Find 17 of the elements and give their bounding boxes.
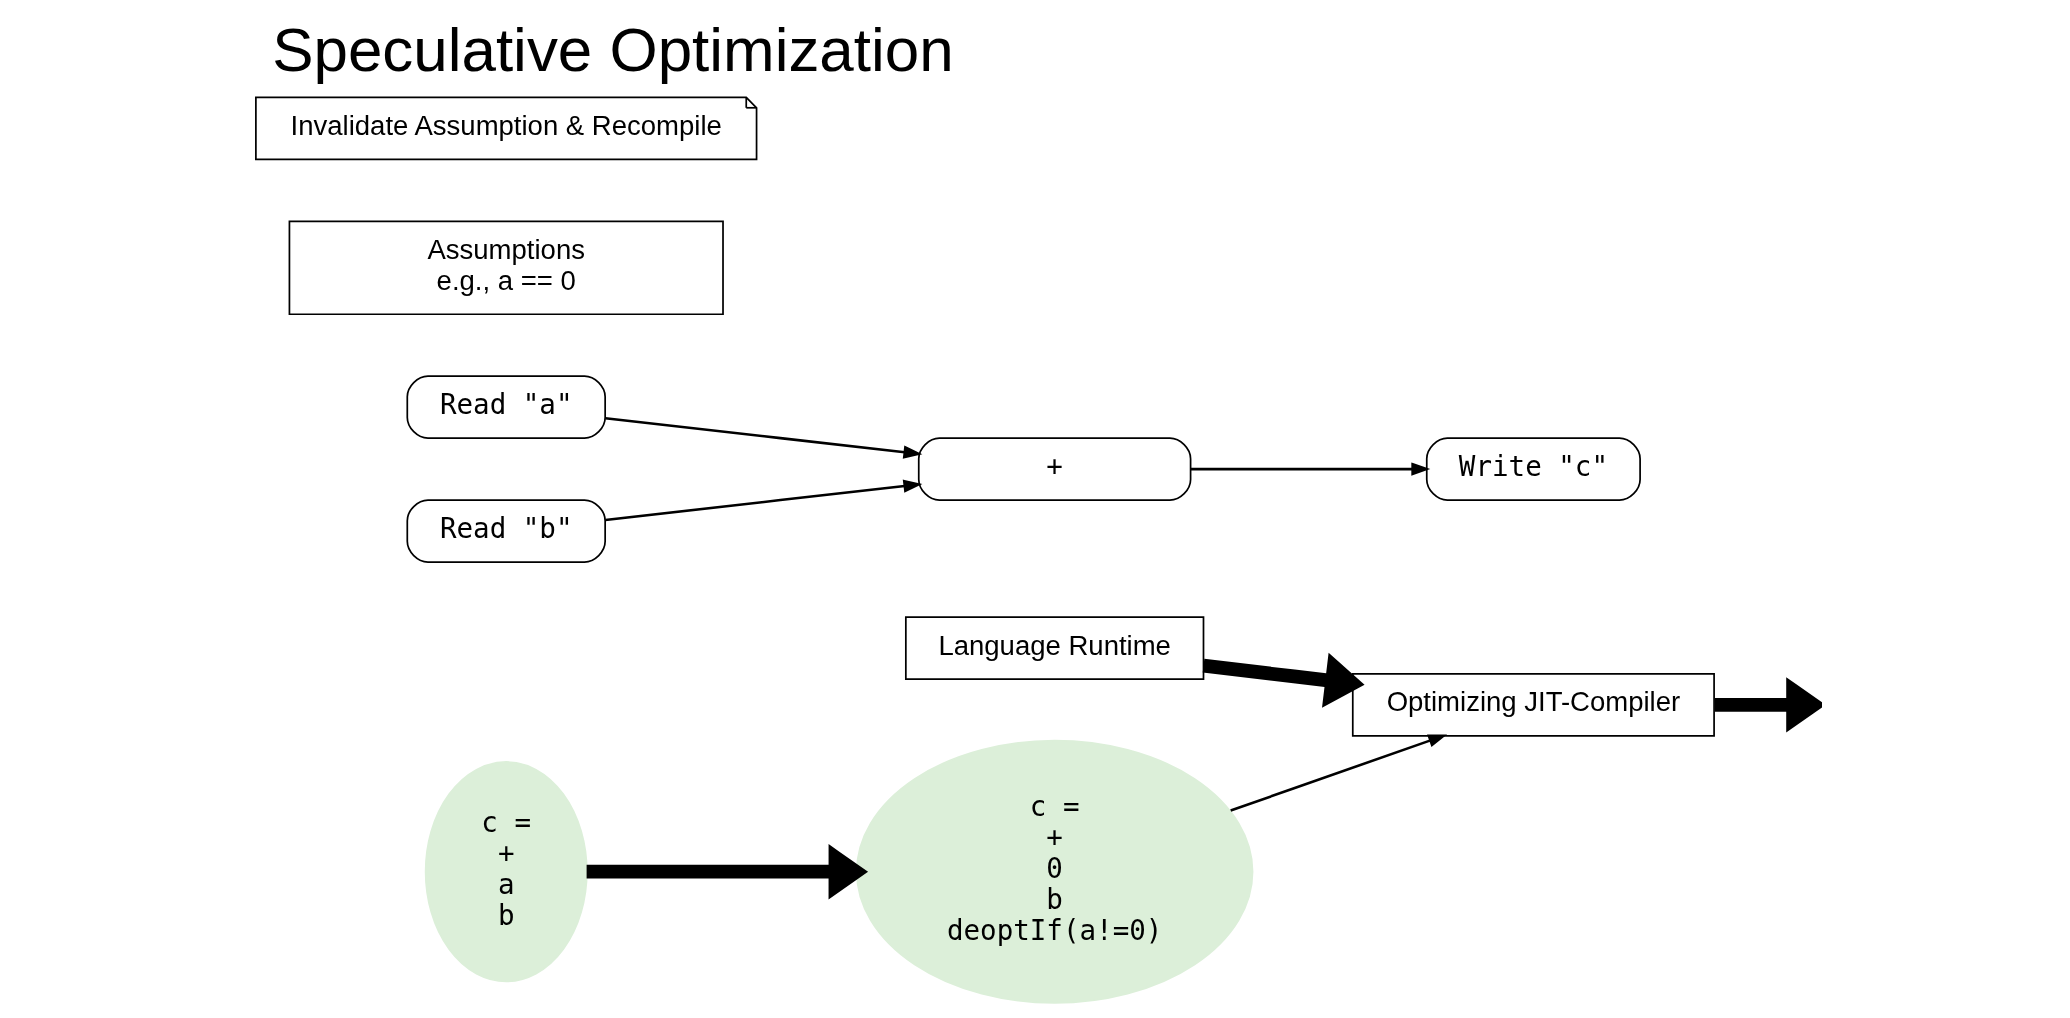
node-box: Write "c" — [1425, 437, 1641, 501]
node-ellipse: c = + a b — [424, 761, 588, 983]
arrow — [1229, 734, 1447, 812]
arrow — [1190, 462, 1430, 476]
arrow — [604, 416, 922, 459]
node-box: Optimizing JIT-Compiler — [1351, 673, 1715, 737]
arrow — [1202, 652, 1365, 708]
node-box: Language Runtime — [904, 616, 1204, 680]
diagram-title: Speculative Optimization — [271, 15, 954, 85]
node-box: Read "b" — [405, 499, 606, 563]
arrow — [1714, 677, 1822, 733]
arrow — [586, 844, 868, 900]
node-box: Assumptions e.g., a == 0 — [288, 220, 724, 316]
node-box: Read "a" — [405, 375, 606, 439]
node-ellipse: c = + 0 b deoptIf(a!=0) — [855, 739, 1253, 1004]
arrow — [604, 479, 922, 522]
node-box: + — [917, 437, 1191, 501]
